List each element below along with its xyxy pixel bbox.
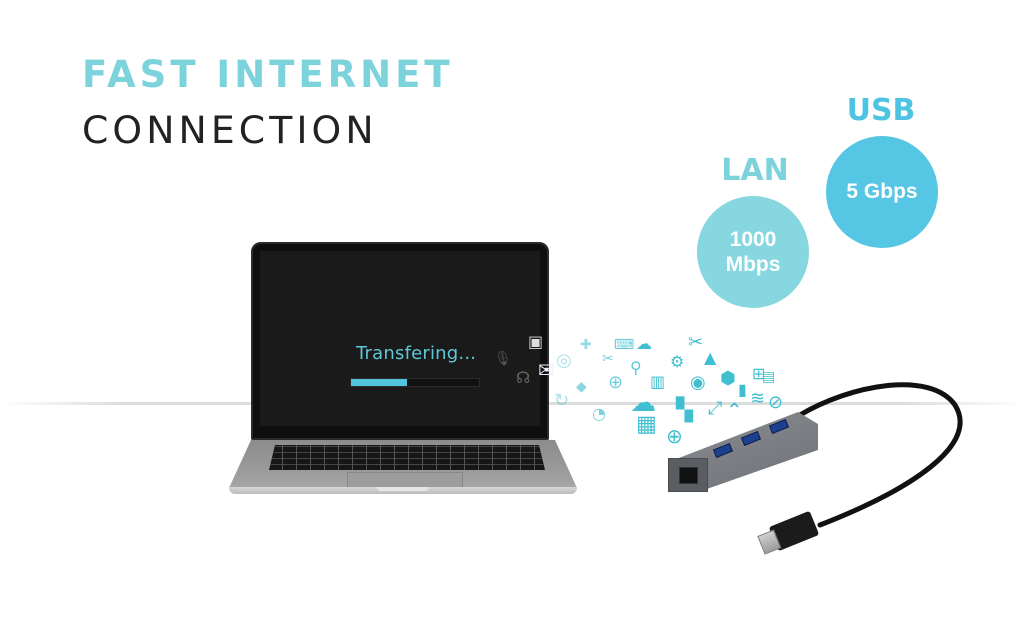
- target-icon: ◎: [556, 350, 572, 371]
- keyboard-icon: ⌨: [614, 337, 635, 353]
- microphone-icon: 🎙︎: [494, 351, 512, 367]
- laptop-keyboard: [269, 445, 545, 470]
- lan-speed-badge: 1000 Mbps: [697, 196, 809, 308]
- photo-icon: ▣: [528, 332, 544, 351]
- triangle-icon: ▲: [704, 348, 717, 367]
- data-icon-stream: 🎙︎ ☊ ▣ ✉ ◎ ↻ ✚ ◆ ◔ ⊕ ✂ ⌨ ⚲ ☁ ☁ ▥ ▦ ▚ ⚙ ✂…: [480, 330, 800, 460]
- usb-label: USB: [846, 93, 916, 128]
- usb-speed-value: 5 Gbps: [846, 180, 918, 204]
- chart-icon: ▥: [650, 372, 666, 391]
- table-icon: ▤: [762, 369, 776, 385]
- transfer-progress-fill: [351, 379, 408, 386]
- battery-icon: ▮: [738, 380, 747, 399]
- cloud-icon: ☁: [630, 388, 656, 418]
- usb-a-plug-connector: [757, 529, 782, 555]
- envelope-icon: ✉: [538, 358, 555, 382]
- laptop-screen: Transfering...: [260, 251, 540, 426]
- lan-label: LAN: [721, 153, 789, 188]
- puzzle-icon: ✚: [580, 337, 592, 353]
- laptop-base: [229, 440, 577, 494]
- headline-connection: CONNECTION: [82, 109, 378, 152]
- gear-icon: ⚙: [670, 352, 685, 371]
- chevron-up-icon: ⌃: [726, 398, 743, 422]
- headline-fast-internet: FAST INTERNET: [82, 53, 454, 96]
- link-icon: ⊘: [768, 392, 784, 413]
- wifi-icon: ≋: [750, 388, 766, 409]
- pie-icon: ◔: [592, 404, 606, 423]
- laptop-notch: [377, 487, 429, 491]
- usb-speed-badge: 5 Gbps: [826, 136, 938, 248]
- scissors-2-icon: ✂: [688, 332, 704, 353]
- grid-icon: ▚: [676, 398, 693, 423]
- globe-icon: ⊕: [608, 372, 624, 393]
- expand-icon: ⤢: [708, 398, 723, 419]
- transfer-status-text: Transfering...: [356, 343, 477, 364]
- tag-icon: ◆: [576, 379, 587, 395]
- ethernet-port: [679, 467, 698, 484]
- usb-cable: [797, 382, 963, 528]
- usb-hub: [668, 412, 818, 492]
- magnifier-icon: ⚲: [630, 358, 642, 377]
- cloud-small-icon: ☁: [636, 334, 652, 353]
- calendar-icon: ▦: [636, 412, 657, 437]
- refresh-icon: ↻: [554, 390, 570, 411]
- pin-icon: ⬢: [720, 368, 736, 389]
- globe-2-icon: ⊕: [666, 424, 683, 448]
- lan-speed-unit: Mbps: [725, 253, 781, 276]
- target-2-icon: ◉: [690, 372, 706, 393]
- hub-front-face: [668, 458, 708, 492]
- scissors-icon: ✂: [602, 351, 614, 367]
- grid-2-icon: ⊞: [752, 364, 766, 383]
- lan-speed-value: 1000: [729, 227, 777, 251]
- laptop-lid: Transfering...: [251, 242, 549, 440]
- headset-icon: ☊: [516, 368, 531, 387]
- transfer-progress-bar: [350, 378, 480, 387]
